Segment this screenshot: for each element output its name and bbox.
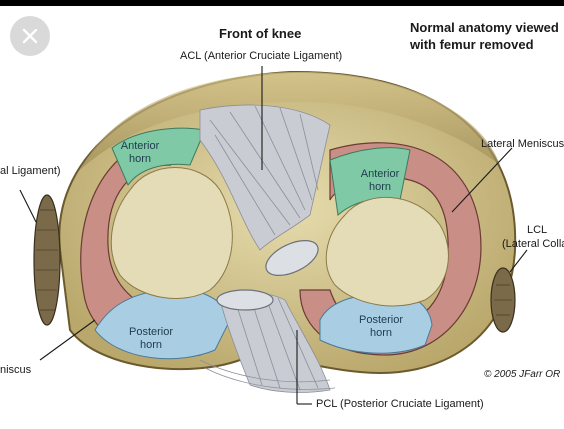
top-bar	[0, 0, 564, 6]
medial-posterior-horn-line1: Posterior	[128, 326, 174, 338]
close-icon	[22, 28, 38, 44]
medial-ligament-label: al Ligament)	[0, 165, 61, 177]
lateral-meniscus-label: Lateral Meniscus	[481, 138, 564, 150]
lcl-fibres	[494, 284, 512, 316]
leader-lines	[19, 66, 528, 405]
lateral-plateau	[325, 196, 449, 307]
lateral-anterior-horn-line1: Anterior	[360, 168, 400, 180]
lateral-meniscus-leader	[451, 147, 513, 213]
subtitle-line2: with femur removed	[410, 37, 534, 52]
pcl-stump	[216, 289, 274, 311]
medial-anterior-horn-line2: horn	[128, 153, 152, 165]
medial-anterior-horn-label: Anterior horn	[118, 140, 162, 166]
medial-collateral-ligament	[33, 194, 61, 326]
plateau-rim	[80, 72, 500, 170]
medial-anterior-horn-line1: Anterior	[120, 140, 160, 152]
lateral-posterior-horn-label: Posterior horn	[356, 314, 406, 340]
pcl-ligament	[219, 292, 331, 393]
medial-anterior-horn	[111, 127, 206, 187]
lateral-anterior-horn-line2: horn	[368, 181, 392, 193]
lateral-anterior-horn-label: Anterior horn	[356, 168, 404, 194]
medial-meniscus-leader	[39, 319, 96, 361]
diagram-title: Front of knee	[219, 26, 302, 41]
lateral-posterior-horn	[319, 293, 433, 354]
copyright-label: © 2005 JFarr OR	[484, 369, 561, 380]
acl-label: ACL (Anterior Cruciate Ligament)	[180, 50, 343, 62]
pcl-label: PCL (Posterior Cruciate Ligament)	[316, 398, 484, 410]
lateral-posterior-horn-line2: horn	[369, 327, 393, 339]
lateral-posterior-horn-line1: Posterior	[358, 314, 404, 326]
medial-ligament-leader	[19, 189, 37, 223]
acl-stump	[265, 240, 319, 276]
medial-meniscus-label: niscus	[0, 364, 32, 376]
posterior-fibres	[199, 359, 336, 390]
lcl-leader	[509, 249, 528, 273]
medial-posterior-horn-label: Posterior horn	[126, 326, 176, 352]
subtitle-line1: Normal anatomy viewed	[410, 20, 559, 35]
close-button[interactable]	[10, 16, 50, 56]
mcl-fibres	[36, 209, 58, 311]
acl-ligament	[199, 104, 331, 251]
lcl-label-line2: (Lateral Colla	[502, 238, 564, 250]
lateral-meniscus	[299, 142, 482, 356]
medial-plateau	[110, 167, 233, 299]
medial-posterior-horn-line2: horn	[139, 339, 163, 351]
lcl-label-line1: LCL	[527, 224, 548, 236]
